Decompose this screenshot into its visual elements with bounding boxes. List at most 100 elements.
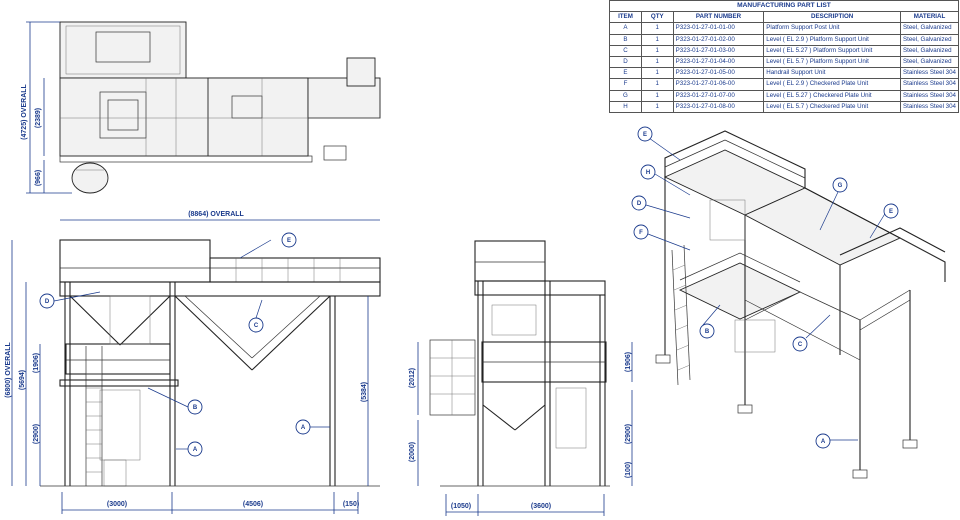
side-dim-3600: (3600) bbox=[531, 503, 551, 510]
front-dim-5384: (5384) bbox=[361, 382, 368, 402]
front-dim-5694: (5694) bbox=[19, 370, 26, 390]
table-cell: P323-01-27-01-04-00 bbox=[672, 55, 765, 69]
table-cell: C bbox=[609, 44, 642, 57]
table-cell: Level ( EL 5.27 ) Platform Support Unit bbox=[763, 44, 902, 57]
table-cell: P323-01-27-01-08-00 bbox=[672, 100, 765, 113]
side-dim-2012: (2012) bbox=[409, 368, 416, 388]
front-dim-overall-width: (8864) OVERALL bbox=[188, 211, 244, 218]
side-cage-frame bbox=[429, 339, 476, 416]
table-cell: Level ( EL 5.7 ) Platform Support Unit bbox=[763, 55, 902, 69]
side-dim-1906: (1906) bbox=[625, 352, 632, 372]
table-cell: P323-01-27-01-07-00 bbox=[672, 89, 765, 102]
plan-dim-lower: (966) bbox=[35, 170, 42, 186]
isometric-view: E H D F G E B C A bbox=[631, 126, 946, 479]
front-callout-a2: A bbox=[301, 425, 306, 431]
table-cell: D bbox=[609, 55, 642, 69]
col-item: ITEM bbox=[609, 11, 642, 24]
table-cell: Stainless Steel 304 bbox=[900, 67, 959, 80]
table-cell: Steel, Galvanized bbox=[900, 33, 959, 46]
table-cell: G bbox=[609, 89, 642, 102]
side-dim-1050: (1050) bbox=[451, 503, 471, 510]
table-cell: Level ( EL 5.7 ) Checkered Plate Unit bbox=[763, 100, 902, 113]
side-dim-100: (100) bbox=[625, 462, 632, 478]
iso-callout-f: F bbox=[639, 230, 643, 236]
front-mid-platform bbox=[65, 343, 171, 375]
front-dim-overall-height: (6800) OVERALL bbox=[5, 341, 12, 397]
front-top-enclosure bbox=[59, 239, 211, 283]
table-cell: B bbox=[609, 33, 642, 46]
side-dim-2000: (2000) bbox=[409, 442, 416, 462]
parts-list-header-row: ITEM QTY PART NUMBER DESCRIPTION MATERIA… bbox=[609, 11, 959, 24]
plan-small-platform bbox=[346, 57, 376, 87]
iso-callout-b: B bbox=[705, 329, 710, 335]
side-dim-2900: (2900) bbox=[625, 424, 632, 444]
front-dim-2900: (2900) bbox=[33, 424, 40, 444]
table-cell: Platform Support Post Unit bbox=[763, 22, 902, 35]
table-cell: H bbox=[609, 100, 642, 113]
table-cell: 1 bbox=[640, 22, 674, 35]
parts-list-title: MANUFACTURING PART LIST bbox=[609, 0, 959, 13]
iso-handrail-right bbox=[839, 227, 946, 256]
table-cell: P323-01-27-01-05-00 bbox=[672, 67, 765, 80]
table-cell: Steel, Galvanized bbox=[900, 44, 959, 57]
front-callout-c: C bbox=[254, 323, 259, 329]
front-ladder bbox=[85, 346, 103, 486]
table-cell: A bbox=[609, 22, 642, 35]
iso-callout-e1: E bbox=[643, 132, 647, 138]
front-callout-d: D bbox=[45, 299, 50, 305]
table-cell: E bbox=[609, 67, 642, 80]
iso-callout-a: A bbox=[821, 439, 826, 445]
table-cell: Stainless Steel 304 bbox=[900, 89, 959, 102]
iso-mid-deck bbox=[678, 262, 802, 320]
table-cell: F bbox=[609, 78, 642, 91]
table-cell: P323-01-27-01-06-00 bbox=[672, 78, 765, 91]
table-cell: 1 bbox=[640, 67, 674, 80]
table-cell: Steel, Galvanized bbox=[900, 55, 959, 69]
table-cell: Level ( EL 2.9 ) Platform Support Unit bbox=[763, 33, 902, 46]
table-cell: Stainless Steel 304 bbox=[900, 78, 959, 91]
table-cell: 1 bbox=[640, 89, 674, 102]
front-dim-4506: (4506) bbox=[243, 501, 263, 508]
iso-callout-d: D bbox=[637, 201, 642, 207]
side-top-enclosure bbox=[474, 240, 546, 282]
iso-ladder bbox=[671, 244, 691, 386]
plan-dim-upper: (2389) bbox=[35, 108, 42, 128]
parts-list-title-row: MANUFACTURING PART LIST bbox=[609, 0, 959, 13]
table-cell: Level ( EL 2.9 ) Checkered Plate Unit bbox=[763, 78, 902, 91]
plan-upper-block bbox=[59, 21, 187, 79]
iso-callout-e2: E bbox=[889, 209, 893, 215]
front-callout-b: B bbox=[193, 405, 198, 411]
front-dim-1906: (1906) bbox=[33, 353, 40, 373]
front-callout-a1: A bbox=[193, 447, 198, 453]
table-cell: Handrail Support Unit bbox=[763, 67, 902, 80]
front-elevation: (8864) OVERALL (6800) OVERALL (5694) (19… bbox=[5, 211, 381, 514]
plan-dim-overall: (4725) OVERALL bbox=[21, 83, 28, 139]
table-cell: 1 bbox=[640, 100, 674, 113]
front-callout-e: E bbox=[287, 238, 291, 244]
front-dim-3000: (3000) bbox=[107, 501, 127, 508]
front-main-beam bbox=[59, 281, 381, 297]
plan-view: (4725) OVERALL (2389) (966) bbox=[21, 21, 381, 194]
table-cell: P323-01-27-01-01-00 bbox=[672, 22, 765, 35]
plan-tank-circle bbox=[71, 162, 109, 194]
manufacturing-part-list: MANUFACTURING PART LIST ITEM QTY PART NU… bbox=[609, 0, 959, 113]
front-handrail bbox=[209, 257, 381, 283]
col-part-number: PART NUMBER bbox=[672, 11, 765, 24]
col-description: DESCRIPTION bbox=[763, 11, 902, 24]
col-material: MATERIAL bbox=[900, 11, 959, 24]
table-cell: 1 bbox=[640, 55, 674, 69]
side-elevation: (2012) (2000) (1906) (2900) (100) (1050)… bbox=[409, 240, 633, 516]
iso-callout-g: G bbox=[838, 183, 843, 189]
iso-callout-c: C bbox=[798, 342, 803, 348]
table-cell: 1 bbox=[640, 44, 674, 57]
table-cell: 1 bbox=[640, 78, 674, 91]
